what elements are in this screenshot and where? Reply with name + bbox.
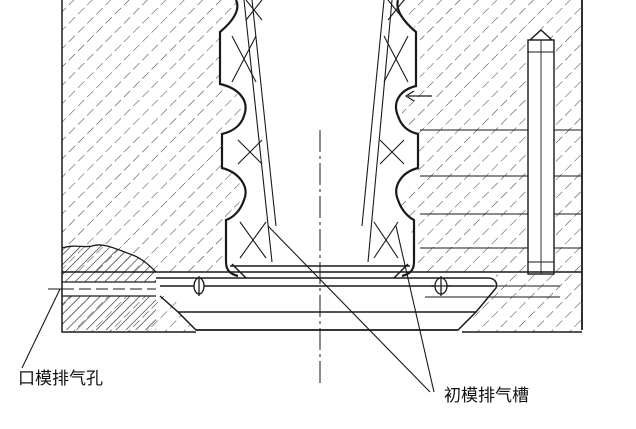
leader-blank-vent-left <box>267 225 431 393</box>
mouth-mold-vent-hole-label: 口模排气孔 <box>18 369 103 389</box>
locating-mark-right <box>431 276 451 296</box>
right-lower-body <box>462 272 582 333</box>
left-blank-mold-half <box>61 0 244 273</box>
blank-mold-vent-groove-label: 初模排气槽 <box>444 386 529 406</box>
leader-lines <box>21 225 435 393</box>
neck-ring-assembly <box>62 263 582 331</box>
left-cavity-profile <box>218 0 247 278</box>
left-lower-body <box>61 272 196 333</box>
locating-mark-left <box>193 276 205 296</box>
pointer-arrow <box>404 90 432 102</box>
vertical-pin <box>527 29 555 275</box>
left-wall-liner <box>231 0 277 263</box>
right-cavity-profile <box>394 0 420 278</box>
leader-blank-vent-right <box>395 225 435 393</box>
leader-mouth-vent <box>21 288 61 369</box>
right-wall-liner <box>361 0 409 263</box>
